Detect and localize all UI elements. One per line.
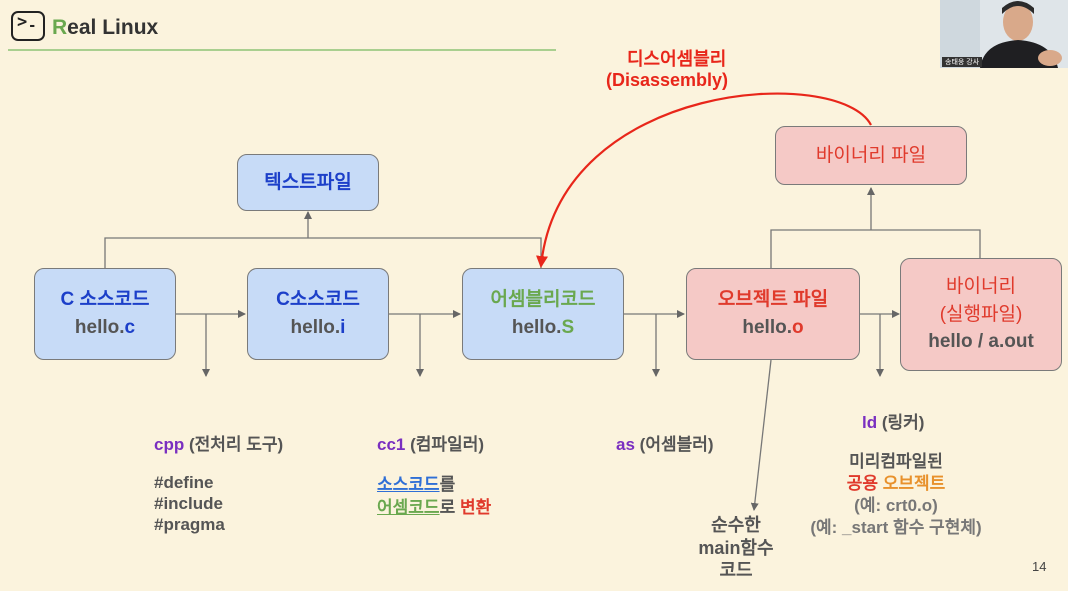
cpp-label: cpp (전처리 도구) bbox=[154, 430, 283, 455]
text-file-label: 텍스트파일 bbox=[264, 171, 352, 193]
assembly-title: 어셈블리코드 bbox=[490, 289, 596, 311]
brand-first-letter: R bbox=[52, 16, 68, 39]
main-func-line3: 코드 bbox=[719, 560, 753, 580]
cc1-note-source: 소스코드 bbox=[377, 475, 440, 494]
crt-note-example1: (예: crt0.o) bbox=[854, 496, 938, 516]
directive-include: #include bbox=[154, 494, 223, 513]
binary-exec-box: 바이너리 (실행파일) hello / a.out bbox=[900, 258, 1062, 371]
c-source-filename: hello.c bbox=[75, 314, 135, 342]
main-func-arrow bbox=[750, 359, 772, 511]
cpp-name: cpp bbox=[154, 435, 185, 454]
as-label: as (어셈블러) bbox=[616, 430, 714, 455]
directive-pragma: #pragma bbox=[154, 515, 225, 534]
crt-note-object: 오브젝트 bbox=[882, 474, 946, 494]
presenter-silhouette-icon bbox=[940, 0, 1068, 68]
c-source-i-filename: hello.i bbox=[291, 314, 346, 342]
cc1-label: cc1 (컴파일러) bbox=[377, 430, 484, 455]
c-source-i-title: C소스코드 bbox=[276, 289, 360, 311]
assembly-box: 어셈블리코드 hello.S bbox=[462, 268, 624, 360]
binary-file-bracket-line bbox=[770, 229, 981, 268]
binary-exec-line1: 바이너리 bbox=[946, 276, 1016, 298]
c-source-i-box: C소스코드 hello.i bbox=[247, 268, 389, 360]
cc1-note-particle2: 로 bbox=[439, 498, 460, 517]
logo-prompt-glyph: > bbox=[17, 12, 28, 32]
main-func-note: 순수한 main함수 코드 bbox=[686, 514, 786, 582]
ld-desc: (링커) bbox=[881, 413, 925, 432]
c-source-box: C 소스코드 hello.c bbox=[34, 268, 176, 360]
terminal-logo-icon: > - bbox=[11, 11, 45, 41]
binary-file-box: 바이너리 파일 bbox=[775, 126, 967, 185]
main-func-line1: 순수한 bbox=[711, 515, 761, 535]
main-func-line2: main함수 bbox=[698, 537, 774, 558]
object-filename: hello.o bbox=[742, 314, 803, 342]
as-name: as bbox=[616, 435, 635, 454]
assembly-file-base: hello. bbox=[511, 317, 562, 338]
disassembly-title-en: (Disassembly) bbox=[606, 70, 729, 90]
cc1-name: cc1 bbox=[377, 435, 406, 454]
text-file-bracket-line bbox=[104, 237, 542, 268]
c-source-title: C 소스코드 bbox=[60, 289, 150, 311]
cc1-note-asm: 어셈코드 bbox=[377, 498, 440, 517]
brand-title: Real Linux bbox=[52, 16, 158, 40]
ld-name: ld bbox=[862, 413, 878, 432]
object-file-base: hello. bbox=[742, 317, 792, 338]
crt-note-line1: 미리컴파일된 bbox=[849, 452, 943, 471]
c-source-i-file-base: hello. bbox=[290, 317, 341, 338]
text-file-box: 텍스트파일 bbox=[237, 154, 379, 211]
object-file-ext: o bbox=[792, 317, 804, 338]
ld-label: ld (링커) bbox=[862, 408, 924, 433]
as-desc: (어셈블러) bbox=[639, 435, 714, 454]
assembly-filename: hello.S bbox=[512, 314, 574, 342]
cc1-note-convert: 변환 bbox=[459, 498, 492, 517]
assembly-file-ext: S bbox=[561, 317, 575, 338]
logo-cursor-glyph: - bbox=[28, 18, 37, 34]
cpp-desc: (전처리 도구) bbox=[188, 435, 284, 454]
disassembly-arrow bbox=[536, 92, 872, 268]
directive-define: #define bbox=[154, 473, 214, 492]
cc1-note-line2: 어셈코드로 변환 bbox=[377, 493, 491, 518]
cc1-note-line1: 소스코드를 bbox=[377, 470, 455, 495]
brand-rest: eal Linux bbox=[67, 16, 159, 39]
cc1-desc: (컴파일러) bbox=[410, 435, 484, 454]
presenter-webcam: 송태웅 강사 bbox=[940, 0, 1068, 68]
page-number: 14 bbox=[1032, 559, 1047, 574]
cc1-note-particle: 를 bbox=[439, 475, 456, 494]
presenter-caption: 송태웅 강사 bbox=[942, 57, 983, 67]
binary-file-label: 바이너리 파일 bbox=[815, 144, 927, 166]
crt-note: 미리컴파일된 공용 오브젝트 (예: crt0.o) (예: _start 함수… bbox=[800, 451, 992, 539]
disassembly-title-ko: 디스어셈블리 bbox=[627, 49, 727, 69]
crt-note-example2: (예: _start 함수 구현체) bbox=[810, 518, 982, 538]
c-source-i-file-ext: i bbox=[340, 317, 346, 338]
header-rule bbox=[8, 49, 556, 51]
crt-note-shared: 공용 bbox=[846, 474, 883, 494]
c-source-file-ext: c bbox=[124, 317, 136, 338]
binary-exec-line2: (실행파일) bbox=[939, 303, 1023, 325]
object-file-box: 오브젝트 파일 hello.o bbox=[686, 268, 860, 360]
object-file-title: 오브젝트 파일 bbox=[717, 289, 829, 311]
binary-exec-line3: hello / a.out bbox=[928, 331, 1034, 353]
c-source-file-base: hello. bbox=[74, 317, 125, 338]
